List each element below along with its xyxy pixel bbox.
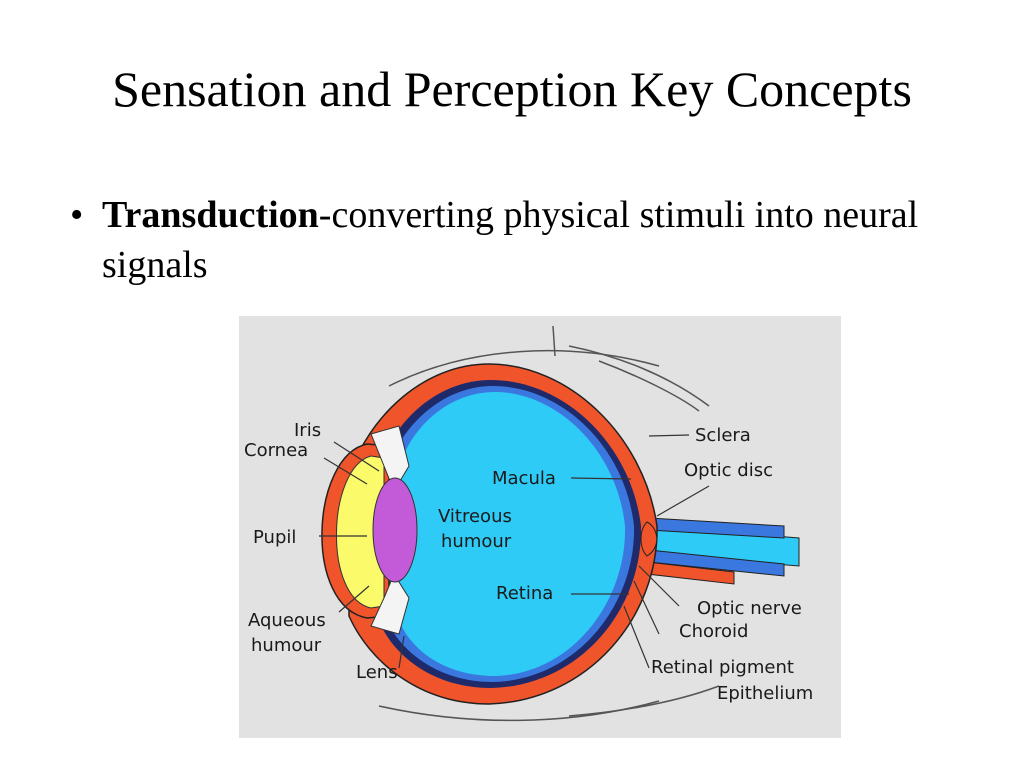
label-retina: Retina — [496, 583, 553, 604]
label-iris: Iris — [294, 420, 321, 441]
label-aqueous-line1: Aqueous — [248, 610, 326, 631]
label-choroid: Choroid — [679, 621, 748, 642]
slide-title: Sensation and Perception Key Concepts — [112, 61, 912, 117]
iris-shape — [370, 425, 410, 493]
optic-disc-shape — [640, 521, 658, 557]
label-rpe-line1: Retinal pigment — [651, 657, 794, 678]
iris-lower-shape — [370, 572, 410, 635]
label-pupil: Pupil — [253, 527, 296, 548]
label-optic-nerve: Optic nerve — [697, 598, 802, 619]
bullet-term: Transduction — [102, 194, 319, 236]
label-optic-disc: Optic disc — [684, 460, 773, 481]
label-vitreous-line1: Vitreous — [438, 506, 512, 527]
aqueous-humour-shape — [336, 455, 385, 609]
label-sclera: Sclera — [695, 425, 751, 446]
bullet-dot-icon: • — [70, 194, 84, 236]
label-aqueous-line2: humour — [251, 635, 322, 656]
bullet-definition: -converting physical stimuli into neural… — [102, 194, 919, 286]
eyelid-lines — [378, 325, 720, 722]
vitreous-body — [397, 392, 626, 676]
label-cornea: Cornea — [244, 440, 308, 461]
lens-shape — [372, 477, 418, 583]
label-leader-lines — [319, 434, 710, 669]
label-lens: Lens — [356, 662, 398, 683]
label-rpe-line2: Epithelium — [717, 683, 813, 704]
optic-nerve — [646, 517, 800, 585]
label-vitreous-line2: humour — [441, 531, 512, 552]
bullet-item: • Transduction-converting physical stimu… — [70, 190, 970, 290]
label-macula: Macula — [492, 468, 556, 489]
bullet-list: • Transduction-converting physical stimu… — [70, 190, 970, 290]
eye-diagram-svg: Iris Cornea Pupil Aqueous humour Lens Ma… — [244, 325, 813, 722]
eye-diagram: Iris Cornea Pupil Aqueous humour Lens Ma… — [239, 316, 841, 738]
